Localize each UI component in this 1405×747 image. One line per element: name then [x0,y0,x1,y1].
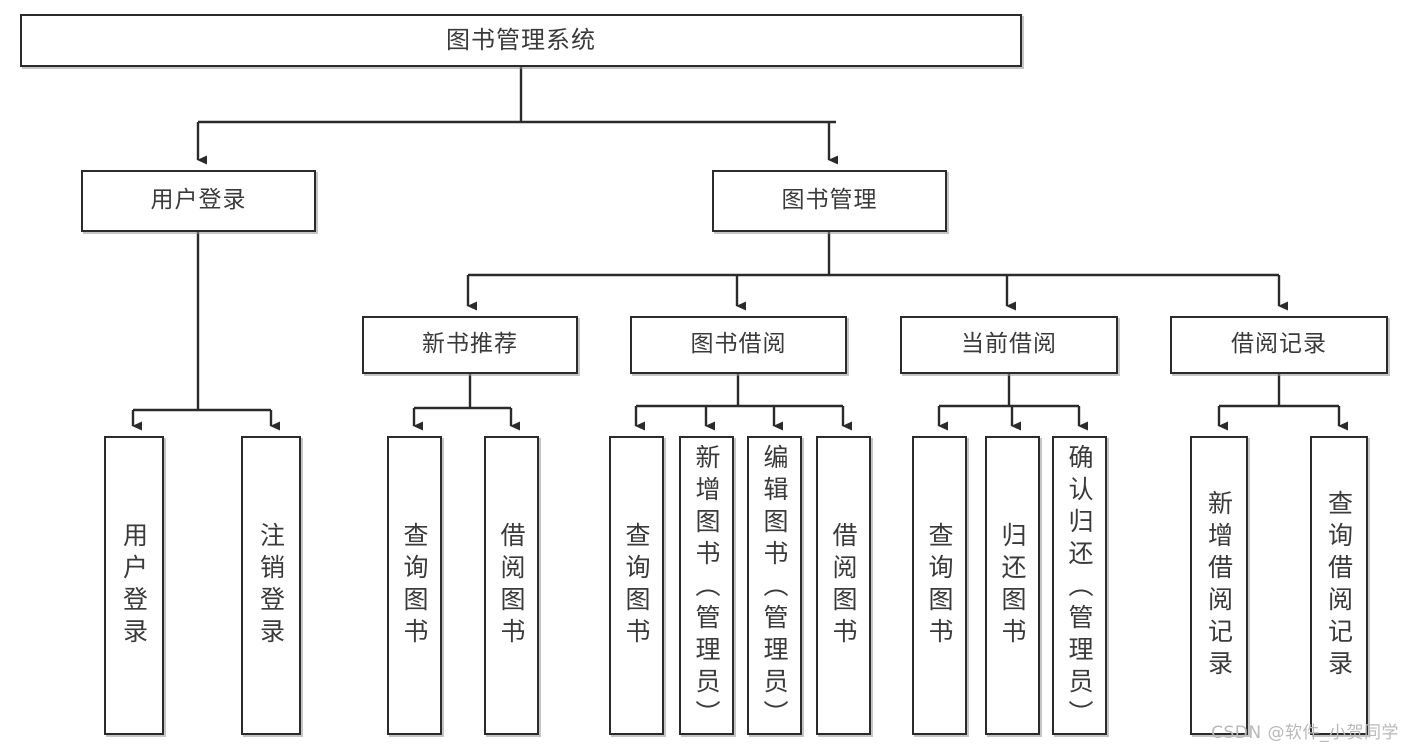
leaf-node[interactable]: 新增借阅记录 [1190,436,1248,735]
node-user-login[interactable]: 用户登录 [81,170,316,232]
leaf-node-label: 确认归还（管理员） [1065,444,1094,732]
node-current-borrow[interactable]: 当前借阅 [900,316,1118,374]
leaf-node-label: 新增借阅记录 [1204,489,1234,682]
leaf-node[interactable]: 借阅图书 [484,436,539,735]
leaf-node[interactable]: 确认归还（管理员） [1052,436,1107,735]
leaf-node[interactable]: 查询借阅记录 [1310,436,1368,735]
node-borrow-record[interactable]: 借阅记录 [1170,316,1388,374]
leaf-node-label: 用户登录 [119,521,149,650]
node-book-borrow[interactable]: 图书借阅 [630,316,847,374]
node-current-borrow-label: 当前借阅 [961,331,1057,358]
leaf-node[interactable]: 查询图书 [912,436,967,735]
leaf-node[interactable]: 新增图书（管理员） [679,436,734,735]
watermark: CSDN @软件_小贺同学 [1211,723,1399,743]
leaf-node[interactable]: 编辑图书（管理员） [747,436,802,735]
leaf-node-label: 查询图书 [622,521,651,650]
node-new-book-recommend[interactable]: 新书推荐 [362,316,578,374]
leaf-node-label: 编辑图书（管理员） [760,444,789,732]
node-book-borrow-label: 图书借阅 [690,331,787,358]
leaf-node[interactable]: 注销登录 [241,436,301,735]
node-root-label: 图书管理系统 [446,26,596,55]
leaf-node[interactable]: 查询图书 [609,436,664,735]
leaf-node[interactable]: 借阅图书 [816,436,871,735]
leaf-node-label: 借阅图书 [829,521,858,650]
leaf-node-label: 注销登录 [256,521,286,650]
leaf-node[interactable]: 归还图书 [985,436,1040,735]
leaf-node[interactable]: 用户登录 [104,436,164,735]
leaf-node-label: 查询图书 [925,521,954,650]
node-new-book-recommend-label: 新书推荐 [422,331,518,358]
node-borrow-record-label: 借阅记录 [1231,331,1327,358]
leaf-node[interactable]: 查询图书 [387,436,442,735]
node-root[interactable]: 图书管理系统 [20,14,1022,67]
leaf-node-label: 查询借阅记录 [1324,489,1354,682]
leaf-node-label: 借阅图书 [497,521,526,650]
node-book-management[interactable]: 图书管理 [712,170,947,232]
node-user-login-label: 用户登录 [150,187,247,214]
leaf-node-label: 新增图书（管理员） [692,444,721,732]
leaf-node-label: 查询图书 [400,521,429,650]
leaf-node-label: 归还图书 [998,521,1027,650]
node-book-management-label: 图书管理 [781,187,878,214]
